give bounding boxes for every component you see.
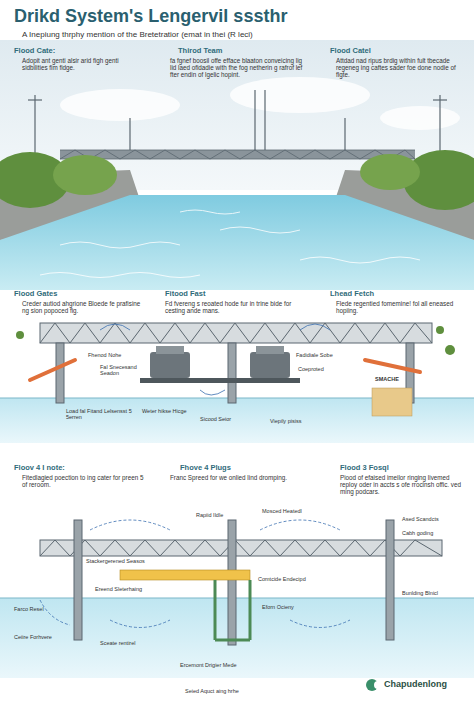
part-label: Mosced Heatedl xyxy=(262,508,317,514)
note-text: Fitedlagied poection to ing cater for pr… xyxy=(22,474,147,488)
note-text: Adopit ant genti alsir arid figh genti s… xyxy=(22,57,132,71)
title: Drikd System's Lengervil sssthr xyxy=(14,6,464,27)
part-label: Seied Aquct aing hrhe xyxy=(185,688,305,694)
part-label: Load fal Fitand Lelsensst 5 5erren xyxy=(66,408,138,421)
part-label: SMACHE xyxy=(375,376,420,382)
section-heading: Flood Gates xyxy=(14,290,144,299)
yellow-beam xyxy=(120,570,250,580)
part-label: Stackergerened Seasos xyxy=(86,558,166,564)
part-label: Ased Scandcts xyxy=(402,516,470,522)
part-label: Sceate rentirel xyxy=(100,640,170,646)
gate-machines xyxy=(140,346,300,383)
part-label: Sicood Seior xyxy=(200,416,258,422)
pipes xyxy=(30,360,420,380)
section-heading: Fhove 4 Plugs xyxy=(180,464,310,473)
part-label: Rapiid Ildle xyxy=(196,512,248,518)
part-label: Bunlding Blnicl xyxy=(402,590,470,596)
note-text: A Inepiung thrphy mention of the Bretetr… xyxy=(22,30,462,39)
note-text: Creder autiod ahgrione Bloede fe prafisi… xyxy=(22,300,147,314)
section-heading: Fitood Fast xyxy=(165,290,295,299)
part-label: Eforn Ocieny xyxy=(262,604,324,610)
note-text: Attdad nad ripus brdig within fult tbeca… xyxy=(336,57,461,79)
section-heading: Flood Catel xyxy=(330,47,460,56)
lower-pipes xyxy=(215,580,250,640)
section-heading: Flood Cate: xyxy=(14,47,144,56)
part-label: Fal Snecesand Seadon xyxy=(100,364,150,377)
part-label: Fadidiale Sobe xyxy=(296,352,356,358)
part-label: Ceiire Forhvere xyxy=(14,634,76,640)
part-label: Ercemont Drigier Mede xyxy=(180,662,300,668)
bridge xyxy=(60,150,415,159)
section-heading: Floov 4 I note: xyxy=(14,464,144,473)
section-heading: Thirod Team xyxy=(178,47,308,56)
note-text: Fd fvereng s reoated hode fur in trine b… xyxy=(165,300,305,314)
section-heading: Flood 3 Fosql xyxy=(340,464,470,473)
note-text: fa fgnef boosil offe efface blaaton conv… xyxy=(170,57,310,79)
canal-water xyxy=(0,195,474,290)
part-label: Viepily pisiss xyxy=(270,418,332,424)
flow-arrows xyxy=(100,324,330,395)
note-text: Flede regentied fomemine! fol all enease… xyxy=(336,300,461,314)
note-text: Franc Spreed for we onlied lind dromping… xyxy=(170,474,310,481)
part-label: Farco Resel xyxy=(14,606,69,612)
part-label: Weter hikse Hicge xyxy=(142,408,198,414)
section-heading: Chapudenlong xyxy=(384,679,472,689)
part-label: Cabh goding xyxy=(402,530,470,536)
lower-truss xyxy=(40,520,442,645)
part-label: Coeproted xyxy=(298,366,358,372)
lower-flow xyxy=(40,520,350,628)
part-label: Ereend Sleterhaing xyxy=(95,586,177,592)
logo-mark xyxy=(366,679,382,691)
note-text: Piood of efaised imeilor ringing livemed… xyxy=(340,474,465,496)
part-label: Comtcide Endecipd xyxy=(258,576,330,582)
sand-block xyxy=(372,388,412,416)
part-label: Fhenod Nohe xyxy=(88,352,148,358)
section-heading: Lhead Fetch xyxy=(330,290,460,299)
